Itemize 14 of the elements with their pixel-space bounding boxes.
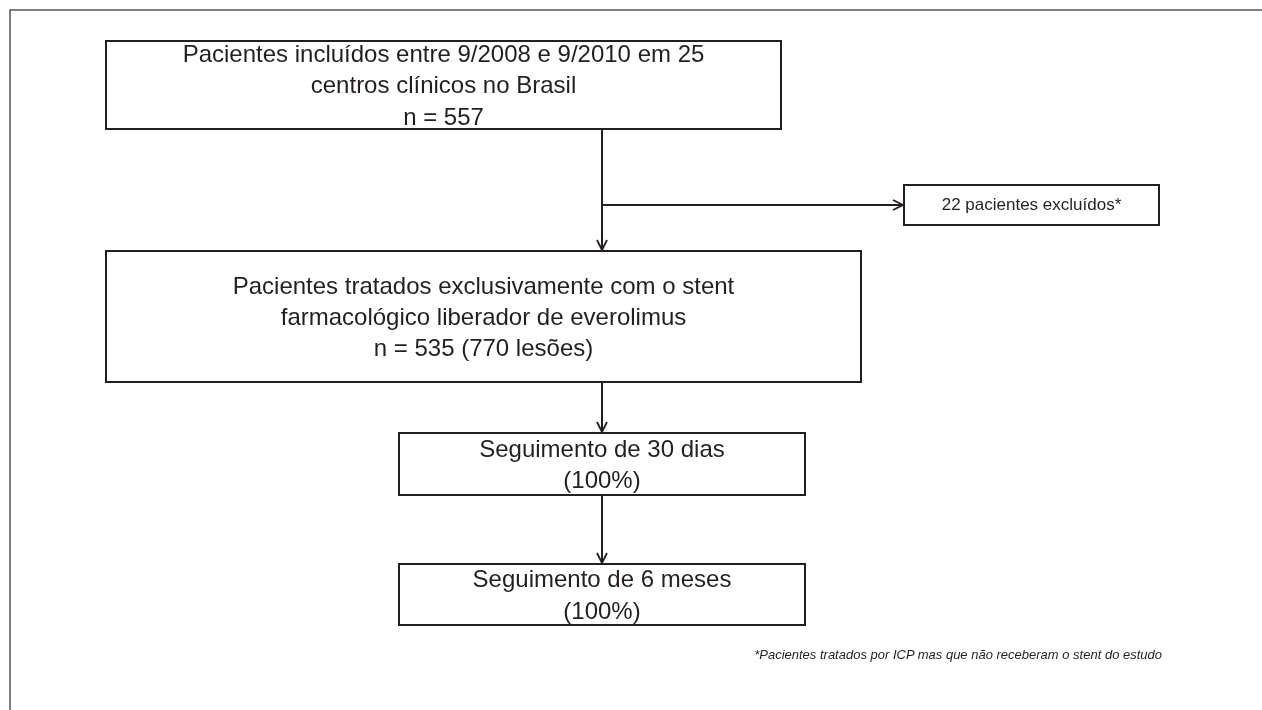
footnote: *Pacientes tratados por ICP mas que não receberam o stent do estudo	[754, 647, 1162, 662]
box-text: Seguimento de 6 meses (100%)	[471, 564, 733, 626]
box-text: n = 557	[403, 101, 484, 132]
process-box	[398, 432, 806, 496]
process-box	[398, 563, 806, 626]
arrow	[596, 382, 608, 433]
arrow	[601, 129, 904, 211]
box-text: Seguimento de 30 dias (100%)	[478, 433, 726, 495]
process-box	[903, 184, 1160, 226]
process-box	[105, 250, 862, 383]
process-box	[105, 40, 782, 130]
box-text: 22 pacientes excluídos*	[941, 193, 1122, 216]
box-text: n = 535 (770 lesões)	[373, 333, 594, 364]
arrow	[596, 495, 608, 564]
